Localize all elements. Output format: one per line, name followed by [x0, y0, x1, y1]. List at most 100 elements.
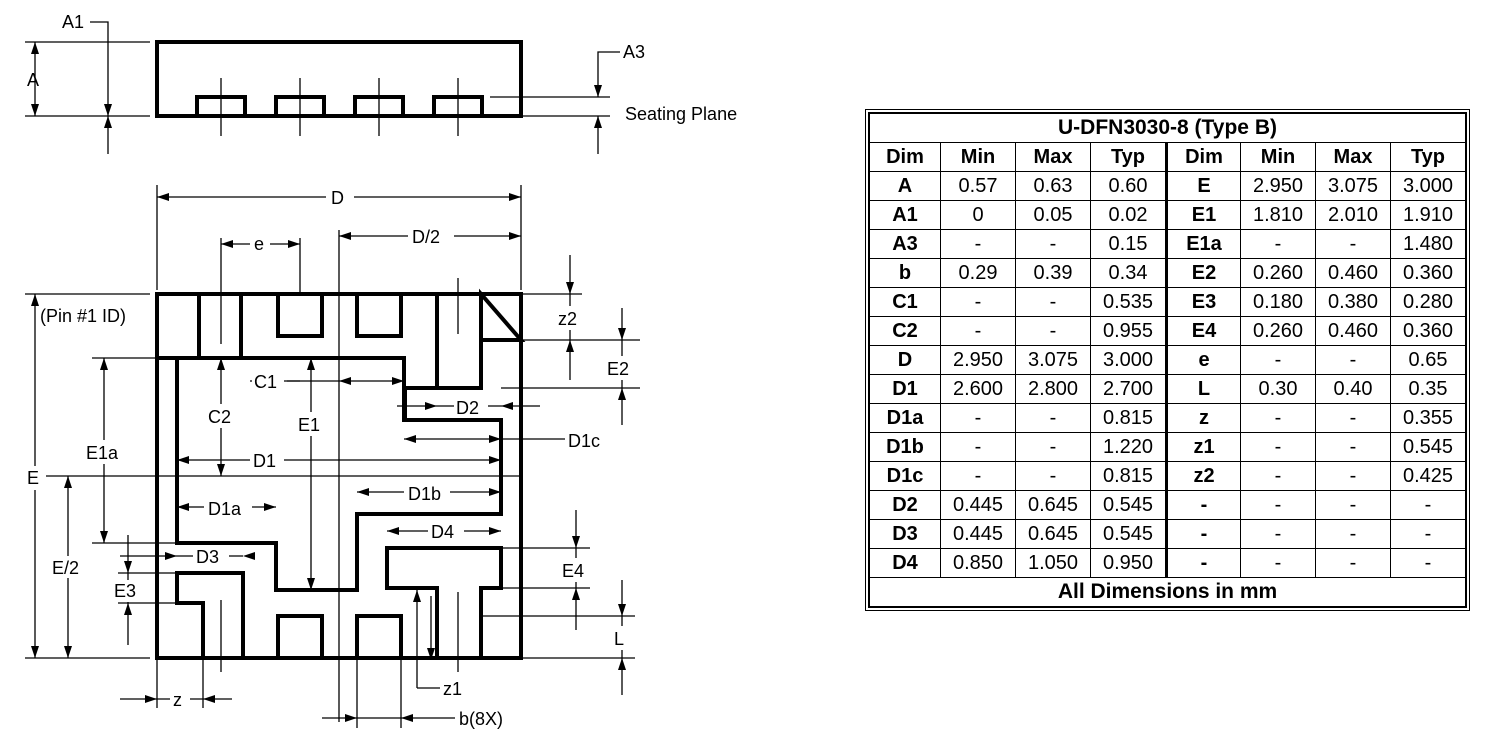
- value-cell: -: [1390, 519, 1467, 549]
- value-cell: 0.05: [1015, 200, 1091, 230]
- label-A3: A3: [623, 42, 645, 62]
- value-cell: -: [940, 432, 1016, 462]
- value-cell: -: [940, 316, 1016, 346]
- dim-cell: E: [1165, 171, 1241, 201]
- value-cell: -: [1015, 287, 1091, 317]
- value-cell: -: [1015, 432, 1091, 462]
- value-cell: 0.57: [940, 171, 1016, 201]
- label-e: e: [254, 234, 264, 254]
- top-pad-3: [355, 292, 403, 338]
- value-cell: -: [1390, 490, 1467, 520]
- value-cell: 0.02: [1090, 200, 1167, 230]
- top-pad-2: [276, 292, 324, 338]
- value-cell: 1.480: [1390, 229, 1467, 259]
- label-E4: E4: [562, 561, 584, 581]
- label-D1a: D1a: [208, 499, 242, 519]
- value-cell: 0.29: [940, 258, 1016, 288]
- value-cell: -: [940, 287, 1016, 317]
- value-cell: 0.39: [1015, 258, 1091, 288]
- value-cell: 0.280: [1390, 287, 1467, 317]
- value-cell: 0.955: [1090, 316, 1167, 346]
- value-cell: 2.950: [1240, 171, 1316, 201]
- header-min: Min: [940, 142, 1016, 172]
- value-cell: -: [1240, 490, 1316, 520]
- dim-cell: D2: [868, 490, 941, 520]
- value-cell: -: [1315, 345, 1391, 375]
- header-typ: Typ: [1090, 142, 1167, 172]
- value-cell: 0.15: [1090, 229, 1167, 259]
- value-cell: 1.810: [1240, 200, 1316, 230]
- value-cell: -: [1315, 403, 1391, 433]
- value-cell: 0.40: [1315, 374, 1391, 404]
- label-E-half: E/2: [52, 558, 79, 578]
- value-cell: 0.260: [1240, 258, 1316, 288]
- value-cell: 0.425: [1390, 461, 1467, 491]
- label-D: D: [331, 188, 344, 208]
- value-cell: 0.850: [940, 548, 1016, 578]
- label-A: A: [27, 70, 39, 90]
- value-cell: 0.460: [1315, 316, 1391, 346]
- label-D1b: D1b: [408, 484, 441, 504]
- dim-cell: C2: [868, 316, 941, 346]
- dim-cell: A3: [868, 229, 941, 259]
- value-cell: 0.545: [1090, 519, 1167, 549]
- value-cell: -: [1240, 229, 1316, 259]
- top-pad-4-corner: [479, 288, 526, 342]
- dim-cell: E1: [1165, 200, 1241, 230]
- value-cell: -: [1390, 548, 1467, 578]
- dim-cell: b: [868, 258, 941, 288]
- dim-cell: e: [1165, 345, 1241, 375]
- label-L: L: [614, 629, 624, 649]
- value-cell: 0.645: [1015, 519, 1091, 549]
- dim-cell: L: [1165, 374, 1241, 404]
- label-C2: C2: [208, 407, 231, 427]
- dim-cell: -: [1165, 519, 1241, 549]
- dim-cell: E2: [1165, 258, 1241, 288]
- dim-cell: D: [868, 345, 941, 375]
- value-cell: -: [1015, 229, 1091, 259]
- value-cell: -: [1315, 461, 1391, 491]
- dim-cell: z2: [1165, 461, 1241, 491]
- label-E3: E3: [114, 581, 136, 601]
- label-D4: D4: [431, 522, 454, 542]
- label-D2: D2: [456, 398, 479, 418]
- header-max: Max: [1015, 142, 1091, 172]
- value-cell: -: [1315, 519, 1391, 549]
- dim-cell: z1: [1165, 432, 1241, 462]
- value-cell: 0.645: [1015, 490, 1091, 520]
- value-cell: 2.700: [1090, 374, 1167, 404]
- value-cell: 0: [940, 200, 1016, 230]
- side-body: [155, 40, 523, 118]
- value-cell: 3.075: [1015, 345, 1091, 375]
- value-cell: -: [1315, 432, 1391, 462]
- value-cell: -: [1015, 316, 1091, 346]
- value-cell: 0.950: [1090, 548, 1167, 578]
- label-D1c: D1c: [568, 431, 600, 451]
- package-outline-drawing: A A1 A3 Seating Plane: [24, 12, 737, 729]
- dim-cell: D1b: [868, 432, 941, 462]
- header-min: Min: [1240, 142, 1316, 172]
- label-E1a: E1a: [86, 443, 119, 463]
- header-max: Max: [1315, 142, 1391, 172]
- value-cell: -: [1315, 229, 1391, 259]
- value-cell: 2.950: [940, 345, 1016, 375]
- label-E: E: [27, 468, 39, 488]
- bottom-view: D e D/2 E (Pin #1 ID) E/2 E1a: [24, 185, 640, 729]
- value-cell: 3.000: [1090, 345, 1167, 375]
- dim-cell: D1a: [868, 403, 941, 433]
- value-cell: 1.220: [1090, 432, 1167, 462]
- table-title: U-DFN3030-8 (Type B): [868, 112, 1467, 143]
- dim-cell: A1: [868, 200, 941, 230]
- value-cell: -: [1240, 403, 1316, 433]
- header-dim: Dim: [868, 142, 941, 172]
- table-header-row: Dim Min Max Typ Dim Min Max Typ: [868, 142, 1467, 172]
